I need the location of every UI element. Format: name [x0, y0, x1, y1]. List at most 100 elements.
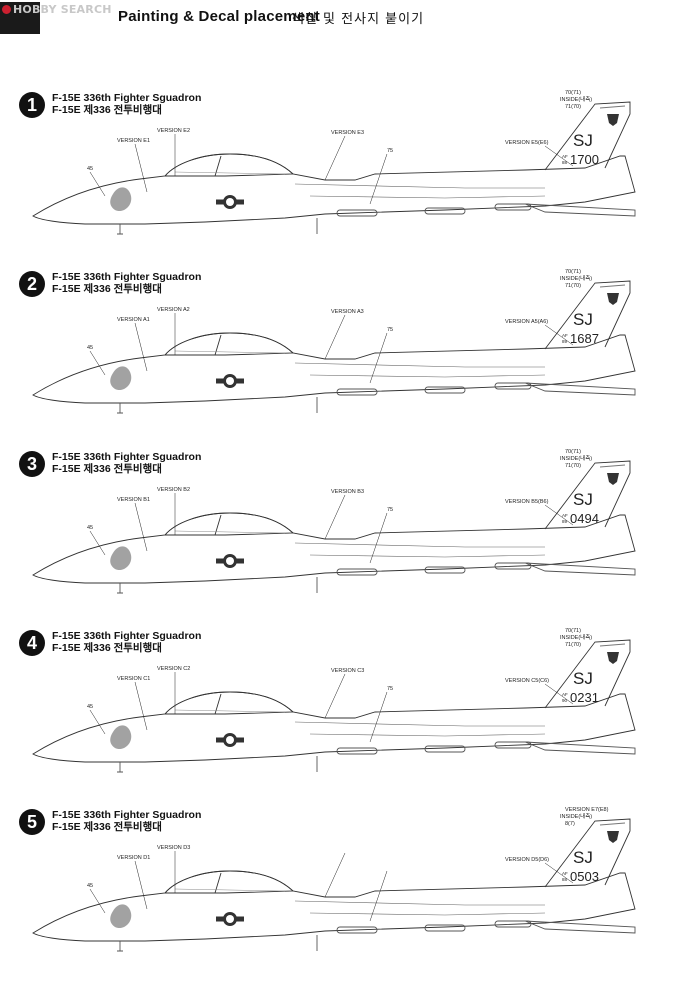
callout-version-1: VERSION E1	[117, 138, 150, 144]
tail-code: SJ	[573, 669, 593, 688]
tail-callout-mid: 8(7)	[565, 821, 575, 827]
squadron-title-korean: F-15E 제336 전투비행대	[52, 821, 162, 833]
tail-callout-mid: 71(70)	[565, 104, 581, 110]
tail-callout-mid: 71(70)	[565, 283, 581, 289]
section-number: 3	[19, 451, 45, 477]
aircraft-section-1: 1 F-15E 336th Fighter Sguadron F-15E 제33…	[0, 86, 692, 266]
callout-version-1: VERSION C1	[117, 676, 150, 682]
national-insignia	[216, 374, 244, 388]
callout-version-2: VERSION C2	[157, 666, 190, 672]
tail-code: SJ	[573, 310, 593, 329]
aircraft-section-3: 3 F-15E 336th Fighter Sguadron F-15E 제33…	[0, 445, 692, 625]
national-insignia	[216, 733, 244, 747]
nose-art-decal	[110, 904, 132, 929]
tail-callout-mid: 71(70)	[565, 463, 581, 469]
callout-number-75: 75	[387, 327, 393, 333]
aircraft-section-5: 5 F-15E 336th Fighter Sguadron F-15E 제33…	[0, 803, 692, 983]
national-insignia	[216, 912, 244, 926]
squadron-badge-icon	[607, 831, 619, 843]
tail-year-text: 90	[562, 698, 568, 703]
squadron-title-english: F-15E 336th Fighter Sguadron	[52, 271, 202, 283]
aircraft-side-profile: 45 VERSION A1 VERSION A2 VERSION A3 75 V…	[32, 269, 636, 414]
vertical-tail	[544, 280, 631, 350]
squadron-badge-icon	[607, 114, 619, 126]
vertical-tail	[544, 639, 631, 709]
tail-callout-inside: INSIDE(내측)	[560, 454, 592, 462]
callout-number-75: 75	[387, 507, 393, 513]
nose-art-decal	[110, 725, 132, 750]
squadron-badge-icon	[607, 652, 619, 664]
squadron-badge-icon	[607, 473, 619, 485]
tail-af-text: AF	[562, 692, 568, 697]
callout-version-2: VERSION D3	[157, 845, 190, 851]
canopy-outline	[164, 153, 295, 177]
callout-version-tail: VERSION D5(D6)	[505, 857, 549, 863]
national-insignia	[216, 554, 244, 568]
callout-version-1: VERSION A1	[117, 317, 150, 323]
squadron-title: F-15E 336th Fighter Sguadron F-15E 제336 …	[52, 271, 201, 295]
callout-version-2: VERSION E2	[157, 128, 190, 134]
tail-callout-mid: 71(70)	[565, 642, 581, 648]
section-number: 1	[19, 92, 45, 118]
page-title: Painting & Decal placement	[118, 8, 320, 25]
section-number: 5	[19, 809, 45, 835]
tail-year-text: 89	[562, 519, 568, 524]
squadron-title-english: F-15E 336th Fighter Sguadron	[52, 630, 202, 642]
callout-version-2: VERSION A2	[157, 307, 190, 313]
callout-version-1: VERSION B1	[117, 497, 150, 503]
tail-serial: 1687	[570, 331, 599, 346]
tail-code: SJ	[573, 131, 593, 150]
canopy-outline	[164, 332, 295, 356]
tail-callout-top: 70(71)	[565, 628, 581, 634]
callout-version-3: VERSION B3	[331, 489, 364, 495]
callout-version-1: VERSION D1	[117, 855, 150, 861]
tail-callout-top: 70(71)	[565, 90, 581, 96]
canopy-outline	[164, 691, 295, 715]
tail-year-text: 88	[562, 160, 568, 165]
aircraft-side-profile: 45 VERSION B1 VERSION B2 VERSION B3 75 V…	[32, 449, 636, 594]
squadron-title-english: F-15E 336th Fighter Sguadron	[52, 92, 202, 104]
callout-version-3: VERSION E3	[331, 130, 364, 136]
tail-code: SJ	[573, 848, 593, 867]
tail-callout-inside: INSIDE(내측)	[560, 633, 592, 641]
nose-art-decal	[110, 366, 132, 391]
logo-text: HOBBY SEARCH	[13, 3, 112, 16]
nose-art-decal	[110, 187, 132, 212]
tail-af-text: AF	[562, 871, 568, 876]
page-title-korean: 색칠 및 전사지 붙이기	[292, 12, 425, 27]
callout-version-2: VERSION B2	[157, 487, 190, 493]
callout-number-45: 45	[87, 525, 93, 531]
callout-version-tail: VERSION B5(B6)	[505, 499, 549, 505]
logo-dot-icon	[2, 5, 11, 14]
callout-number-45: 45	[87, 883, 93, 889]
squadron-title: F-15E 336th Fighter Sguadron F-15E 제336 …	[52, 451, 201, 475]
hobby-search-logo: HOBBY SEARCH	[2, 3, 112, 16]
callout-version-3: VERSION A3	[331, 309, 364, 315]
callout-number-45: 45	[87, 166, 93, 172]
callout-version-tail: VERSION C5(C6)	[505, 678, 549, 684]
tail-code: SJ	[573, 490, 593, 509]
tail-callout-top: 70(71)	[565, 449, 581, 455]
tail-serial: 1700	[570, 152, 599, 167]
tail-year-text: 89	[562, 339, 568, 344]
squadron-title-english: F-15E 336th Fighter Sguadron	[52, 451, 202, 463]
tail-serial: 0231	[570, 690, 599, 705]
tail-callout-inside: INSIDE(내측)	[560, 812, 592, 820]
squadron-title: F-15E 336th Fighter Sguadron F-15E 제336 …	[52, 630, 201, 654]
section-number: 4	[19, 630, 45, 656]
aircraft-side-profile: 45 VERSION C1 VERSION C2 VERSION C3 75 V…	[32, 628, 636, 773]
vertical-tail	[544, 818, 631, 888]
squadron-title-korean: F-15E 제336 전투비행대	[52, 104, 162, 116]
nose-art-decal	[110, 546, 132, 571]
squadron-title-korean: F-15E 제336 전투비행대	[52, 283, 162, 295]
tail-af-text: AF	[562, 154, 568, 159]
canopy-outline	[164, 870, 295, 894]
callout-version-3: VERSION C3	[331, 668, 364, 674]
section-number: 2	[19, 271, 45, 297]
page-header: HOBBY SEARCH Painting & Decal placement …	[0, 0, 692, 34]
tail-callout-inside: INSIDE(내측)	[560, 95, 592, 103]
vertical-tail	[544, 101, 631, 171]
tail-callout-top: VERSION E7(E8)	[565, 807, 609, 813]
squadron-title-korean: F-15E 제336 전투비행대	[52, 463, 162, 475]
callout-number-75: 75	[387, 148, 393, 154]
